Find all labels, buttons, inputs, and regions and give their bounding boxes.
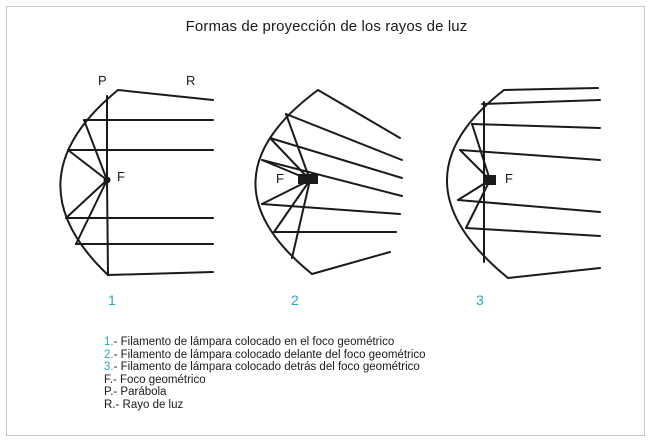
- ray-line: [261, 203, 401, 215]
- ray-line: [261, 159, 403, 197]
- ray-line: [285, 113, 403, 161]
- ray-line: [317, 89, 401, 139]
- focus-label-3: F: [505, 171, 513, 186]
- figure-title: Formas de proyección de los rayos de luz: [185, 18, 468, 35]
- legend-item: P.- Parábola: [104, 386, 426, 399]
- legend: 1.- Filamento de lámpara colocado en el …: [104, 336, 426, 412]
- reflect-line: [65, 179, 108, 219]
- ray-line: [117, 89, 214, 101]
- ray-line: [311, 251, 391, 275]
- reflect-line: [106, 179, 109, 276]
- legend-key: 3.: [104, 361, 114, 374]
- ray-line: [471, 123, 601, 129]
- filament-3: [485, 175, 496, 185]
- legend-item: 2.- Filamento de lámpara colocado delant…: [104, 349, 426, 362]
- legend-key: P: [104, 386, 111, 399]
- ray-line: [269, 137, 403, 179]
- ray-line: [503, 87, 599, 91]
- parabola-label: P: [98, 73, 107, 88]
- reflect-line: [291, 179, 311, 259]
- legend-text: - Filamento de lámpara colocado en el fo…: [113, 336, 395, 348]
- ray-line: [465, 227, 601, 237]
- reflect-line: [457, 179, 491, 201]
- figure-number-3: 3: [476, 292, 484, 308]
- ray-line: [481, 99, 601, 105]
- ray-line: [507, 267, 601, 279]
- focus-label-1: F: [117, 169, 125, 184]
- legend-item: R.- Rayo de luz: [104, 399, 426, 412]
- reflector-3: [446, 87, 601, 279]
- ray-line: [457, 199, 601, 213]
- filament-2: [298, 174, 318, 184]
- legend-text: .- Parábola: [110, 386, 167, 399]
- focus-label-2: F: [276, 171, 284, 186]
- reflect-line: [75, 179, 108, 245]
- reflect-line: [273, 179, 311, 233]
- reflector-1: [59, 89, 214, 276]
- reflect-line: [269, 137, 311, 181]
- parabola-1: [59, 89, 119, 276]
- figure-frame: [6, 6, 645, 436]
- reflect-line: [471, 123, 491, 181]
- reflect-line: [83, 119, 108, 181]
- reflect-line: [465, 179, 491, 229]
- reflect-line: [67, 149, 108, 181]
- legend-key: 1.: [104, 336, 114, 348]
- legend-item: 1.- Filamento de lámpara colocado en el …: [104, 336, 426, 349]
- parabola-2: [254, 89, 319, 275]
- filament-1: [103, 176, 111, 184]
- legend-key: 2.: [104, 348, 114, 361]
- legend-text: .- Rayo de luz: [112, 398, 184, 411]
- ray-label: R: [186, 73, 195, 88]
- legend-text: .- Foco geométrico: [109, 373, 206, 386]
- legend-text: - Filamento de lámpara colocado delante …: [113, 348, 426, 361]
- legend-key: R: [104, 398, 113, 411]
- ray-line: [107, 271, 214, 276]
- figure-number-1: 1: [108, 292, 116, 308]
- parabola-3: [446, 89, 509, 279]
- legend-item: F.- Foco geométrico: [104, 374, 426, 387]
- legend-item: 3.- Filamento de lámpara colocado detrás…: [104, 361, 426, 374]
- legend-key: F: [104, 373, 110, 386]
- reflect-line: [285, 113, 311, 181]
- legend-text: - Filamento de lámpara colocado detrás d…: [113, 361, 420, 374]
- figure-number-2: 2: [291, 292, 299, 308]
